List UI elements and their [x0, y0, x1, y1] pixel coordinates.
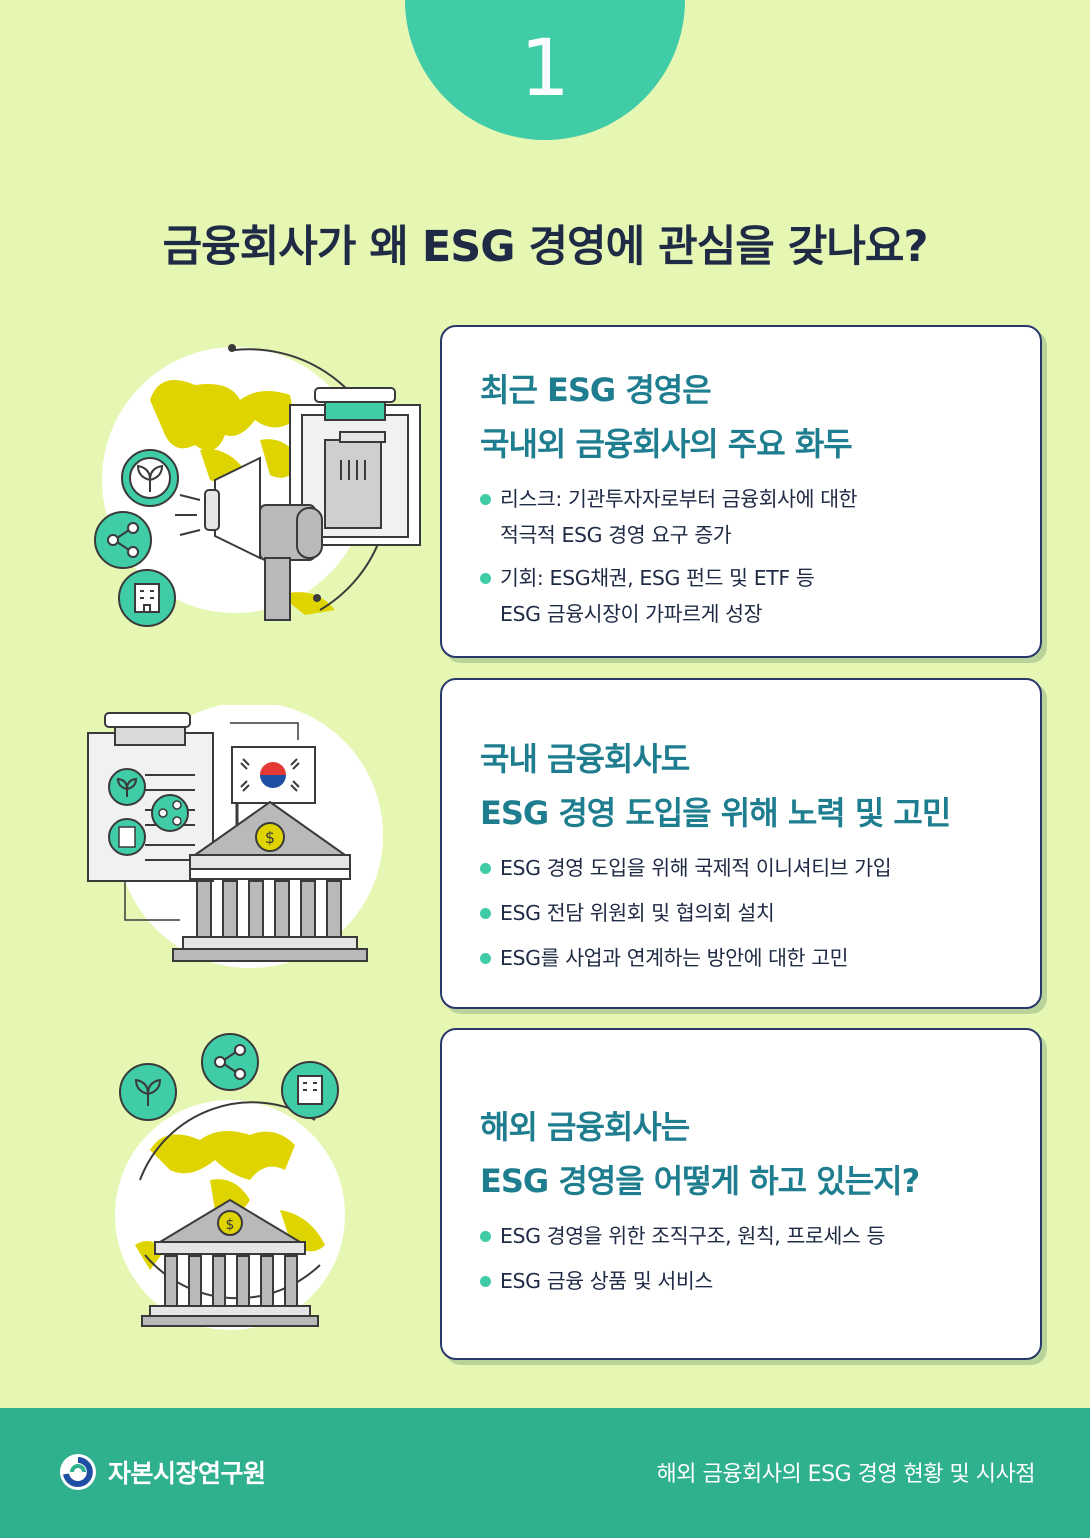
illustration-global-bank: $	[115, 1033, 345, 1330]
share-icon	[151, 794, 189, 832]
list-item: ESG 경영 도입을 위해 국제적 이니셔티브 가입	[480, 850, 1040, 887]
list-item: ESG를 사업과 연계하는 방안에 대한 고민	[480, 940, 1040, 977]
bullet-text: ESG 경영 도입을 위해 국제적 이니셔티브 가입	[500, 856, 892, 880]
card-overseas: 해외 금융회사는 ESG 경영을 어떻게 하고 있는지? ESG 경영을 위한 …	[440, 1028, 1042, 1360]
illustration-globe-megaphone	[94, 344, 421, 627]
bullet-text: ESG 경영을 위한 조직구조, 원칙, 프로세스 등	[500, 1224, 885, 1248]
bullet-dot	[480, 863, 491, 874]
clipboard-icon	[289, 387, 421, 546]
card-esg-trend: 최근 ESG 경영은 국내외 금융회사의 주요 화두 리스크: 기관투자자로부터…	[440, 325, 1042, 658]
logo-icon	[60, 1454, 96, 1490]
dollar-coin-icon: $	[217, 1210, 243, 1236]
building-icon	[108, 818, 146, 856]
leaf-icon	[119, 1063, 177, 1121]
korea-flag-icon	[231, 746, 316, 860]
card-title-line1: 최근 ESG 경영은	[480, 371, 712, 409]
list-item: ESG 금융 상품 및 서비스	[480, 1263, 1040, 1300]
bullet-text: ESG를 사업과 연계하는 방안에 대한 고민	[500, 946, 849, 970]
card-title-line2: ESG 경영을 어떻게 하고 있는지?	[480, 1162, 920, 1200]
bullet-list: ESG 경영을 위한 조직구조, 원칙, 프로세스 등 ESG 금융 상품 및 …	[480, 1218, 1040, 1300]
bullet-text: 기회: ESG채권, ESG 펀드 및 ETF 등 ESG 금융시장이 가파르게…	[500, 566, 815, 626]
bullet-dot	[480, 953, 491, 964]
share-icon	[201, 1033, 259, 1091]
footer	[0, 1408, 1090, 1538]
bullet-text: ESG 전담 위원회 및 협의회 설치	[500, 901, 775, 925]
card-title-line1: 국내 금융회사도	[480, 740, 690, 778]
list-item: 기회: ESG채권, ESG 펀드 및 ETF 등 ESG 금융시장이 가파르게…	[480, 560, 1040, 632]
leaf-icon	[121, 449, 179, 507]
org-name: 자본시장연구원	[108, 1459, 266, 1488]
building-icon	[281, 1061, 339, 1119]
dollar-coin-icon: $	[255, 822, 285, 852]
list-item: ESG 경영을 위한 조직구조, 원칙, 프로세스 등	[480, 1218, 1040, 1255]
report-title: 해외 금융회사의 ESG 경영 현황 및 시사점	[656, 1462, 1036, 1487]
list-item: ESG 전담 위원회 및 협의회 설치	[480, 895, 1040, 932]
bullet-text: ESG 금융 상품 및 서비스	[500, 1269, 713, 1293]
bullet-text: 리스크: 기관투자자로부터 금융회사에 대한 적극적 ESG 경영 요구 증가	[500, 487, 858, 547]
list-item: 리스크: 기관투자자로부터 금융회사에 대한 적극적 ESG 경영 요구 증가	[480, 481, 1040, 553]
bullet-dot	[480, 573, 491, 584]
card-domestic: 국내 금융회사도 ESG 경영 도입을 위해 노력 및 고민 ESG 경영 도입…	[440, 678, 1042, 1009]
bullet-dot	[480, 908, 491, 919]
card-title-line1: 해외 금융회사는	[480, 1108, 690, 1146]
bullet-list: 리스크: 기관투자자로부터 금융회사에 대한 적극적 ESG 경영 요구 증가 …	[480, 481, 1040, 632]
card-title-line2: ESG 경영 도입을 위해 노력 및 고민	[480, 794, 951, 832]
svg-text:$: $	[226, 1217, 235, 1233]
card-title-line2: 국내외 금융회사의 주요 화두	[480, 425, 853, 463]
bullet-dot	[480, 1231, 491, 1242]
megaphone-icon	[175, 456, 323, 621]
building-icon	[118, 569, 176, 627]
illustration-bank-korea: $	[87, 705, 383, 968]
page-title: 금융회사가 왜 ESG 경영에 관심을 갖나요?	[162, 222, 929, 272]
svg-text:$: $	[265, 828, 275, 847]
share-icon	[94, 511, 152, 569]
bullet-dot	[480, 494, 491, 505]
leaf-icon	[108, 768, 146, 806]
bullet-list: ESG 경영 도입을 위해 국제적 이니셔티브 가입 ESG 전담 위원회 및 …	[480, 850, 1040, 977]
bullet-dot	[480, 1276, 491, 1287]
page-number: 1	[520, 24, 570, 114]
